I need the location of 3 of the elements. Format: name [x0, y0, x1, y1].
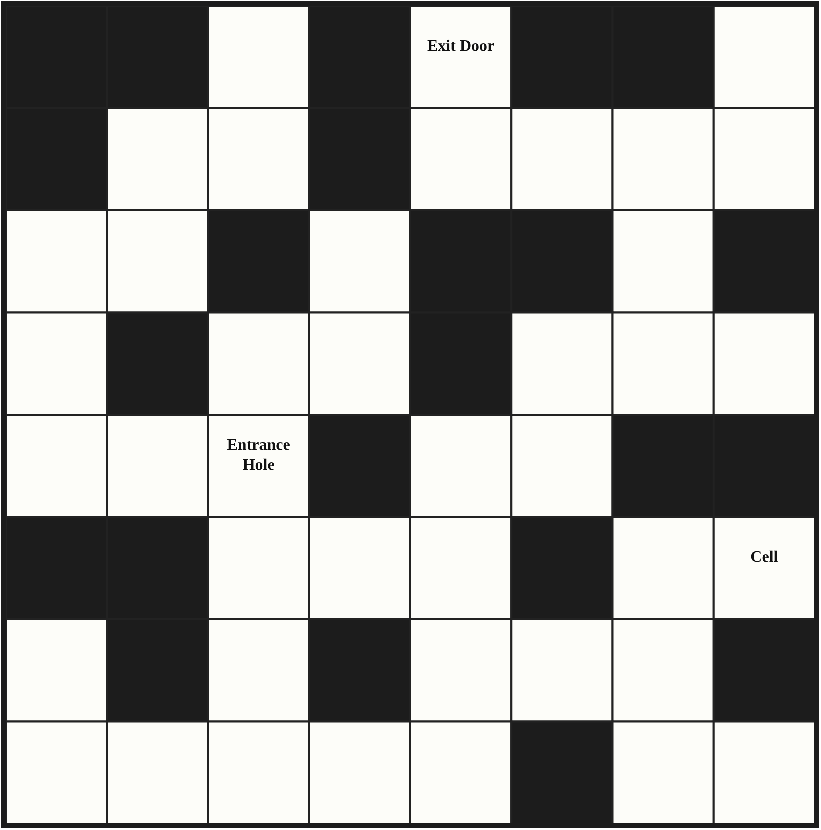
cell-label: Cell: [750, 548, 778, 568]
cell-label: Exit Door: [428, 37, 495, 58]
cell-label: Entrance Hole: [226, 436, 292, 476]
